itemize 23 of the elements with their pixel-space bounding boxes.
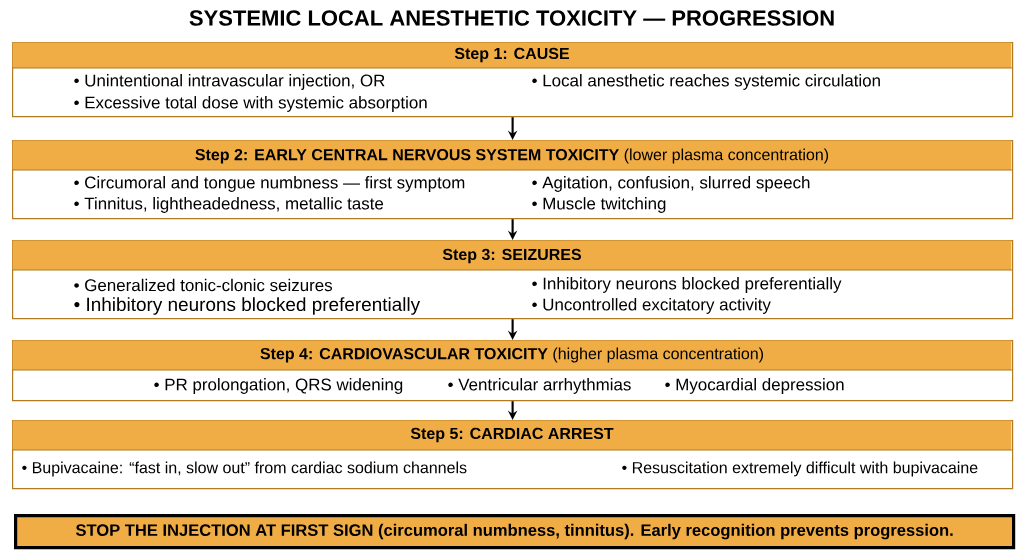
bullet-text: • Ventricular arrhythmias (448, 378, 631, 394)
step-heading: Step 1: CAUSE (454, 47, 569, 63)
bullet-text: • Inhibitory neurons blocked preferentially (74, 297, 421, 315)
title: SYSTEMIC LOCAL ANESTHETIC TOXICITY — PROGRESSION (189, 10, 834, 26)
bullet-text: • Local anesthetic reaches systemic circulation (532, 74, 880, 90)
bullet-text: • Bupivacaine: “fast in, slow out” from cardiac sodium channels (22, 461, 467, 477)
step-heading: Step 2: EARLY CENTRAL NERVOUS SYSTEM TOXICITY (lower plasma concentration) (195, 148, 829, 164)
bullet-text: • Inhibitory neurons blocked preferentially (532, 277, 842, 293)
step-heading: Step 3: SEIZURES (442, 248, 581, 264)
warning-box: STOP THE INJECTION AT FIRST SIGN (circumoral numbness, tinnitus). Early recognition prevents progression. (14, 514, 1016, 550)
bullet-text: • Agitation, confusion, slurred speech (532, 176, 810, 192)
bullet-text: • Resuscitation extremely difficult with bupivacaine (622, 461, 978, 477)
bullet-text: • PR prolongation, QRS widening (154, 378, 403, 394)
step-heading: Step 5: CARDIAC ARREST (410, 427, 614, 443)
bullet-text: • Excessive total dose with systemic absorption (74, 96, 427, 112)
step-heading: Step 4: CARDIOVASCULAR TOXICITY (higher plasma concentration) (260, 347, 763, 363)
bullet-text: • Muscle twitching (532, 197, 666, 213)
bullet-text: • Generalized tonic-clonic seizures (74, 278, 333, 292)
bullet-text: • Unintentional intravascular injection, OR (74, 74, 385, 90)
bullet-text: • Uncontrolled excitatory activity (532, 298, 771, 314)
bullet-text: • Myocardial depression (665, 378, 844, 394)
bullet-text: • Tinnitus, lightheadedness, metallic taste (74, 197, 384, 213)
bullet-text: • Circumoral and tongue numbness — first symptom (74, 176, 465, 192)
